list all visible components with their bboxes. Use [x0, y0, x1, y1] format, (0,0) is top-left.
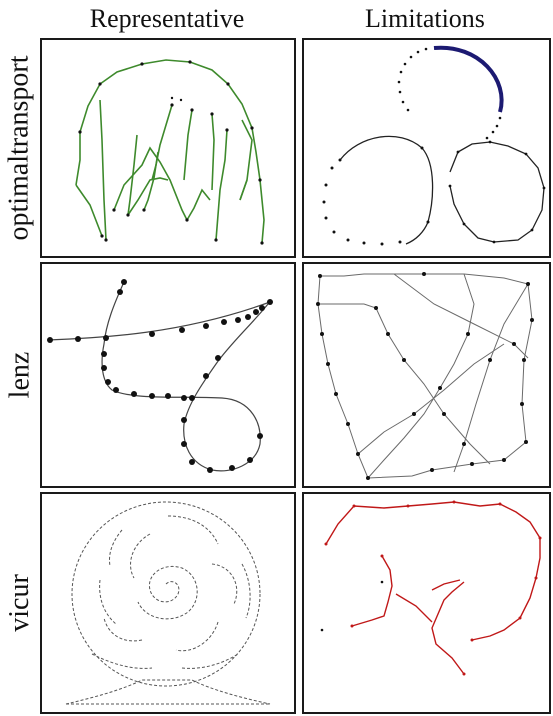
row-label-optimaltransport: optimaltransport: [0, 38, 40, 258]
lenz-limit-points: [316, 272, 534, 480]
column-header-representative: Representative: [40, 4, 294, 34]
panel-lenz-representative: [40, 262, 296, 488]
panel-optimaltransport-limitations: [302, 38, 551, 258]
panel-vicur-limitations: [302, 492, 551, 714]
row-label-vicur: vicur: [0, 492, 40, 714]
vicur-drawing: [66, 502, 270, 704]
tangled-curve: [318, 274, 532, 478]
left-circle: [340, 136, 433, 244]
panel-lenz-limitations: [302, 262, 551, 488]
spiral-curve: [48, 282, 270, 471]
row-label-lenz: lenz: [0, 262, 40, 488]
column-header-limitations: Limitations: [300, 4, 550, 34]
red-curve: [326, 502, 540, 674]
lenz-points: [47, 279, 273, 473]
sample-points: [78, 60, 263, 244]
panel-optimaltransport-representative: [40, 38, 296, 258]
panel-vicur-representative: [40, 492, 296, 714]
blue-arc: [434, 48, 502, 112]
arc-outline-points: [398, 48, 502, 140]
reconstructed-curve: [76, 60, 264, 243]
right-polygon: [450, 142, 544, 242]
